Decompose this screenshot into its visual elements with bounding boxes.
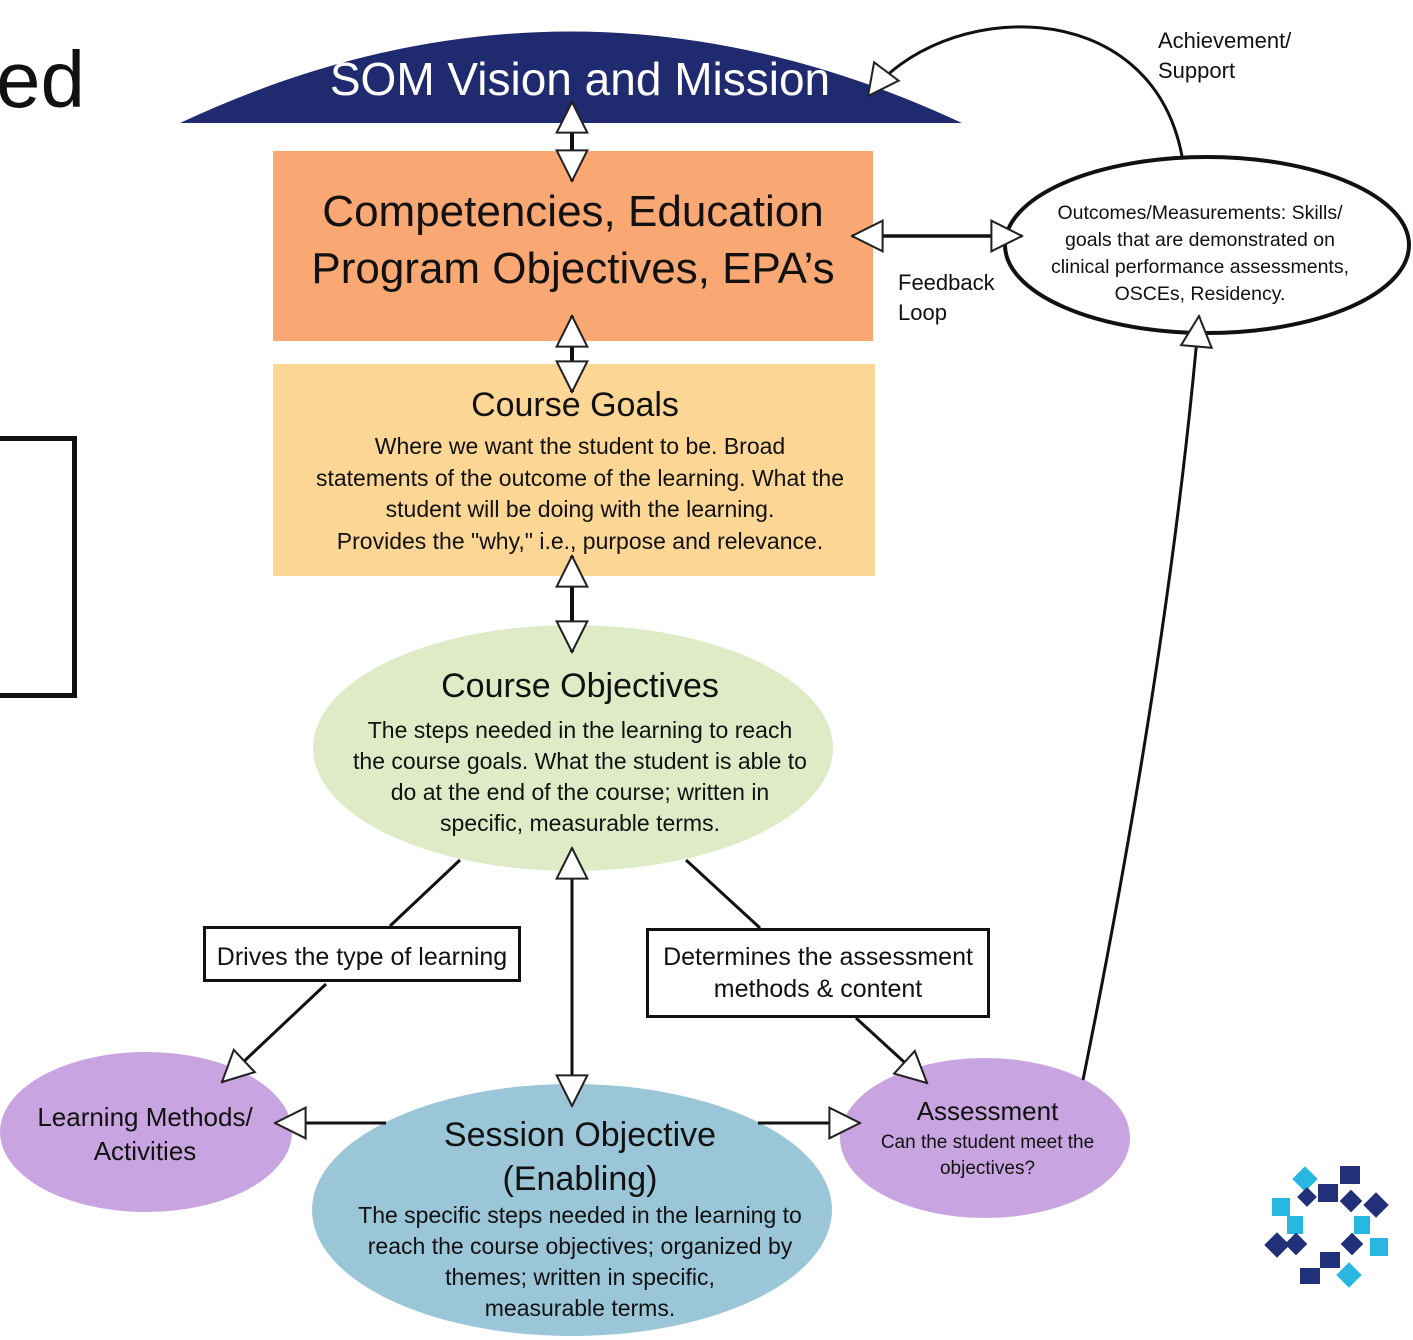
course-goals-text: Where we want the student to be. Broad s… (315, 433, 845, 554)
connector-objectives-drives (388, 858, 462, 928)
assessment-text: Can the student meet the objectives? (880, 1132, 1095, 1179)
arrow-drives-learning (222, 982, 328, 1082)
course-goals-title: Course Goals (471, 386, 679, 424)
course-objectives-title: Course Objectives (441, 667, 719, 705)
course-objectives-text: The steps needed in the learning to reac… (353, 717, 807, 836)
session-objective-title: Session Objective (Enabling) (443, 1116, 717, 1198)
assessment-ellipse (840, 1058, 1130, 1218)
vision-dome (180, 31, 962, 123)
course-goals-box (273, 364, 875, 576)
left-box-fragment (0, 436, 77, 698)
drives-learning-box: Drives the type of learning (203, 926, 521, 982)
learning-methods-label: Learning Methods/ Activities (37, 1102, 253, 1166)
feedback-loop-label: Feedback Loop (898, 270, 995, 325)
connector-objectives-determines (684, 858, 762, 930)
determines-assessment-box: Determines the assessment methods & cont… (646, 928, 990, 1018)
session-objective-text: The specific steps needed in the learnin… (358, 1202, 802, 1321)
arrow-determines-assessment (854, 1016, 927, 1083)
competencies-label: Competencies, Education Program Objectiv… (311, 187, 835, 293)
logo-icon (1264, 1166, 1389, 1288)
arrow-assessment-outcomes (1081, 316, 1199, 1081)
vision-label: SOM Vision and Mission (329, 53, 831, 105)
left-heading-fragment: ed (0, 35, 85, 124)
session-objective-ellipse (312, 1084, 832, 1336)
outcomes-label: Outcomes/Measurements: Skills/ goals tha… (1050, 202, 1350, 305)
arrow-achievement-support (868, 25, 1184, 157)
achievement-support-label: Achievement/ Support (1158, 28, 1292, 83)
course-objectives-ellipse (313, 625, 833, 871)
learning-methods-ellipse (0, 1052, 292, 1212)
assessment-title: Assessment (916, 1096, 1059, 1126)
